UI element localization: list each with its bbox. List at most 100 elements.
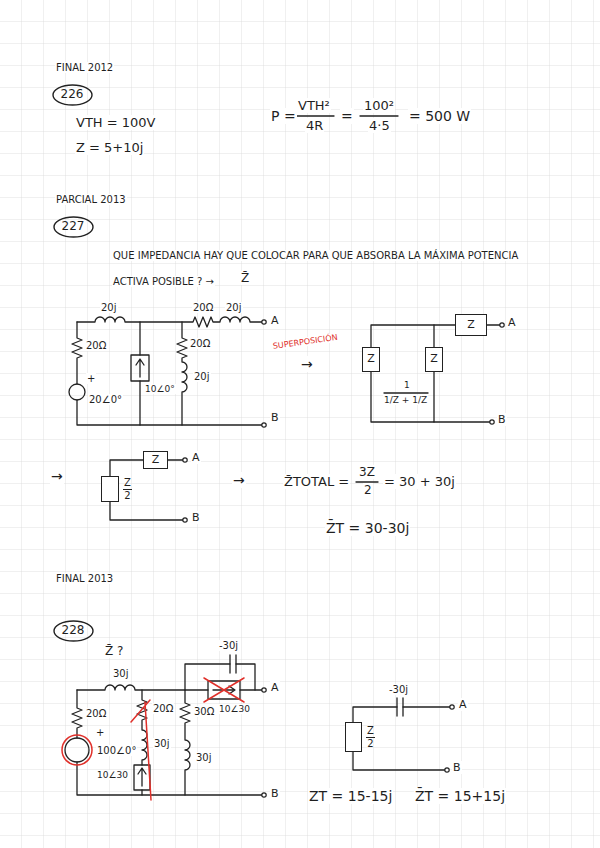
component-value: -30j	[218, 640, 239, 652]
label-text: PARCIAL 2013	[55, 194, 127, 205]
label-text: 20j	[225, 302, 243, 313]
red-cross-mark	[204, 678, 244, 702]
label-text: ACTIVA POSIBLE ? →	[112, 276, 215, 287]
circuit-wire	[72, 322, 262, 425]
current-arrow	[136, 359, 144, 377]
label-text: +	[86, 373, 96, 384]
circuit-wire	[177, 322, 187, 425]
fraction-bar	[360, 115, 398, 116]
terminal-label: B	[270, 788, 280, 801]
component-value: 20Ω	[192, 302, 214, 314]
formula-text: 2	[363, 484, 373, 498]
result-text: ZT = 15-15j	[308, 788, 393, 804]
node-label: Z	[123, 477, 132, 490]
problem-number: 227	[53, 216, 94, 238]
question-text: QUE IMPEDANCIA HAY QUE COLOCAR PARA QUE …	[112, 250, 519, 262]
circuit-wire	[180, 690, 190, 795]
terminal-dot	[500, 323, 504, 327]
component-value: 20j	[225, 302, 243, 314]
terminal-dot	[262, 793, 266, 797]
node-text: 227	[53, 216, 94, 238]
arrow-mark: →	[50, 468, 64, 484]
formula-text: 4·5	[368, 119, 391, 134]
capacitor-symbol	[230, 655, 236, 673]
impedance-box: Z	[425, 347, 443, 372]
terminal-label: B	[452, 762, 462, 775]
polarity-mark: +	[95, 727, 105, 739]
node-label: Z	[151, 454, 161, 467]
label-text: A	[270, 681, 280, 694]
terminal-label: A	[507, 317, 517, 330]
impedance-box: Z	[143, 451, 168, 469]
label-text: 30j	[153, 738, 171, 749]
formula-text: Z̄TOTAL =	[283, 475, 350, 490]
node-label: Z	[366, 353, 376, 366]
component-value: -30j	[388, 684, 409, 696]
label-text: B	[270, 787, 280, 800]
label-text: = 30 + 30j	[383, 474, 456, 489]
label-text: 20Ω	[152, 703, 174, 714]
circuit-wire	[371, 325, 455, 347]
label-text: 2	[363, 483, 373, 497]
label-text: 100∠0°	[96, 745, 137, 756]
label-text: 100²	[363, 98, 395, 113]
node-text: Z2	[123, 477, 132, 501]
component-value: 20Ω	[85, 708, 107, 720]
formula-text: 4R	[305, 119, 324, 134]
component-value: 30j	[195, 752, 213, 764]
node-text: Z	[363, 348, 379, 371]
label-text: A	[270, 314, 280, 327]
terminal-label: A	[458, 699, 468, 712]
node-label: Z	[466, 319, 476, 332]
impedance-box: Z	[362, 347, 380, 372]
component-value: 20∠0°	[88, 394, 123, 406]
label-text: 10∠0°	[144, 384, 176, 394]
label-text: P =	[270, 108, 297, 124]
label-text: 30j	[112, 668, 130, 679]
terminal-dot	[450, 705, 454, 709]
label-text: VTH = 100V	[75, 115, 156, 130]
question-text: ACTIVA POSIBLE ? →	[112, 276, 215, 288]
section-heading: PARCIAL 2013	[55, 194, 127, 206]
terminal-label: A	[270, 682, 280, 695]
circuit-wire	[434, 325, 500, 422]
terminal-dot	[490, 420, 494, 424]
node-text: Z	[144, 452, 167, 468]
impedance-box: Z2	[345, 722, 362, 752]
label-text: 20Ω	[85, 340, 107, 351]
component-value: 30Ω	[193, 706, 215, 718]
label-text: 20∠0°	[88, 394, 123, 405]
label-text: A	[458, 698, 468, 711]
label-text: A	[507, 316, 517, 329]
label-text: +	[95, 727, 105, 738]
formula-text: 1/Z + 1/Z	[383, 395, 428, 405]
component-value: 20Ω	[189, 338, 211, 350]
node-text: Z2	[366, 725, 375, 749]
problem-number: 228	[53, 620, 94, 642]
label-text: = 500 W	[408, 108, 471, 124]
component-value: 20j	[193, 371, 211, 383]
node-label: 228	[61, 624, 86, 638]
current-arrow	[138, 768, 146, 786]
label-text: 4R	[305, 118, 324, 133]
terminal-dot	[262, 688, 266, 692]
node-text: Z	[426, 348, 442, 371]
label-text: A	[191, 451, 201, 464]
label-text: -30j	[388, 684, 409, 695]
component-value: 10∠0°	[144, 384, 176, 394]
circuit-wire	[72, 690, 262, 795]
terminal-label: A	[270, 315, 280, 328]
label-text: FINAL 2013	[55, 573, 114, 584]
component-value: 20j	[100, 302, 118, 314]
label-text: B	[497, 413, 507, 426]
node-text: 228	[53, 620, 94, 642]
fraction-bar	[384, 392, 428, 393]
section-heading: FINAL 2013	[55, 573, 114, 585]
formula-text: 1	[403, 380, 411, 390]
label-text: 4·5	[368, 118, 391, 133]
label-text: 10∠30	[218, 704, 251, 714]
component-value: 10∠30	[218, 704, 251, 714]
node-text: Z	[456, 315, 486, 335]
terminal-label: A	[191, 452, 201, 465]
voltage-source-symbol	[69, 384, 85, 400]
